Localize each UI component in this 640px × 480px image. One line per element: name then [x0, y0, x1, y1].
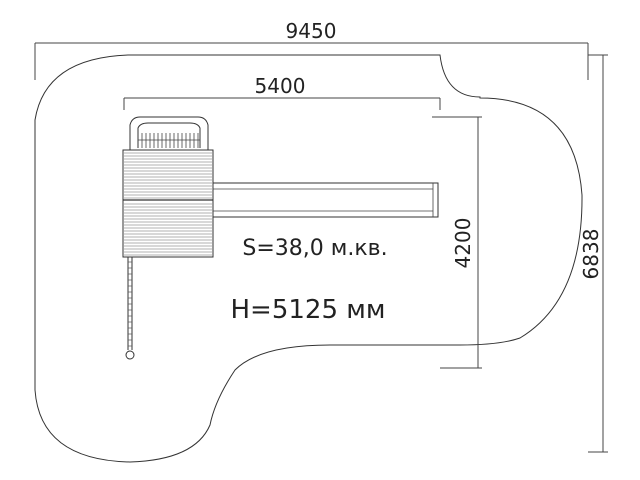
safety-zone-outline	[34, 54, 583, 463]
dimension-equipment-height: 4200	[432, 116, 482, 369]
slide	[212, 182, 439, 218]
climbing-pole	[125, 257, 135, 360]
tower-top	[129, 116, 209, 150]
dimension-equipment-height-label: 4200	[451, 218, 475, 269]
dimension-overall-height-label: 6838	[579, 229, 603, 280]
tower-platform	[122, 149, 214, 258]
height-label: H=5125 мм	[231, 295, 386, 325]
area-label: S=38,0 м.кв.	[242, 236, 387, 261]
dimension-overall-height: 6838	[579, 54, 608, 453]
dimension-overall-width-label: 9450	[286, 19, 337, 43]
dimension-equipment-width: 5400	[123, 74, 441, 110]
dimension-equipment-width-label: 5400	[255, 74, 306, 98]
dimension-overall-width: 9450	[34, 19, 589, 80]
